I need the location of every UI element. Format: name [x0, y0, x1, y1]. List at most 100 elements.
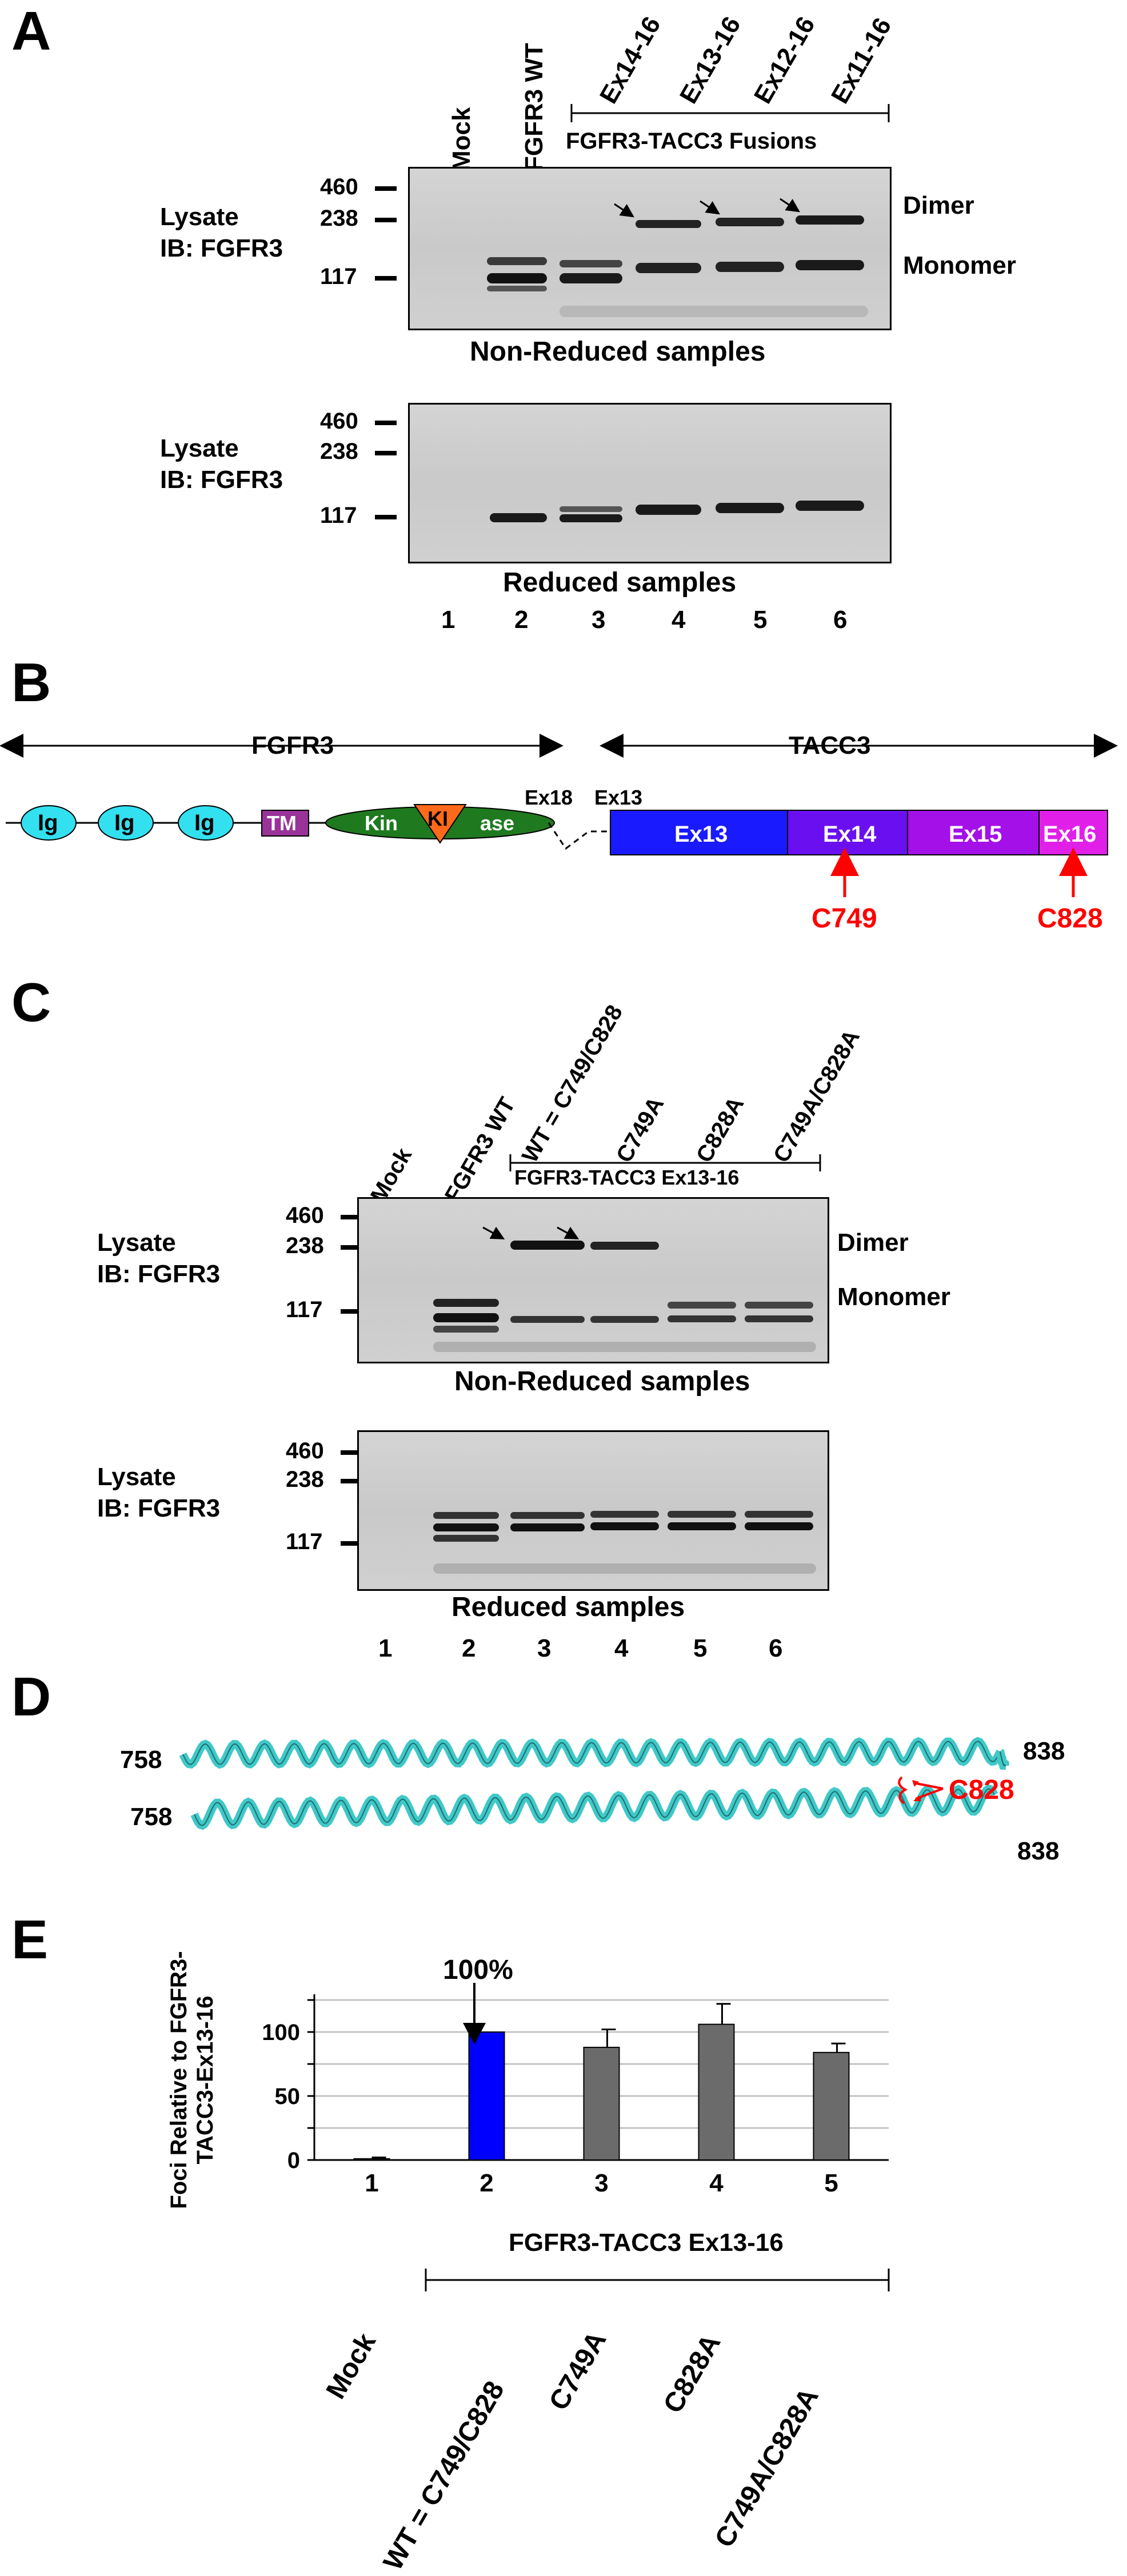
marker-tick	[375, 515, 397, 519]
blot-a-nonreduced	[408, 167, 892, 330]
marker-tick	[341, 1309, 361, 1314]
dimer-label-a: Dimer	[903, 191, 974, 219]
band	[510, 1241, 585, 1250]
band	[433, 1299, 499, 1307]
band	[636, 505, 701, 515]
marker-117-c2: 117	[286, 1529, 323, 1554]
condition-label-c749a-c828a: C749A/C828A	[709, 2383, 825, 2553]
kinase-label-left: Kin	[365, 811, 398, 835]
lane-header-fgfr3-wt: FGFR3 WT	[440, 1093, 521, 1207]
fusion-bracket-a	[570, 104, 890, 122]
band	[433, 1563, 816, 1574]
residue-label-838-top: 838	[1023, 1737, 1065, 1765]
bar	[583, 2046, 620, 2161]
exon-label: Ex14	[823, 822, 877, 847]
bar	[813, 2051, 850, 2161]
fgfr3-span-label: FGFR3	[251, 731, 334, 759]
band	[559, 260, 622, 267]
ib-label-a1: IB: FGFR3	[160, 234, 283, 262]
marker-117-a2: 117	[320, 503, 357, 528]
x-tick-label: 4	[709, 2169, 724, 2197]
y-tick-label: 50	[275, 2084, 301, 2109]
ib-label-c2: IB: FGFR3	[97, 1494, 221, 1522]
bar	[468, 2031, 505, 2161]
band	[590, 1316, 659, 1323]
bar	[698, 2023, 735, 2161]
band	[668, 1511, 736, 1518]
marker-238-c1: 238	[286, 1233, 324, 1258]
band	[433, 1512, 499, 1519]
band	[559, 306, 868, 317]
y-tick-label: 0	[287, 2148, 300, 2173]
helix-strand-outline	[194, 1788, 995, 1826]
lane-number: 2	[462, 1634, 476, 1662]
x-tick-label: 1	[365, 2169, 378, 2197]
band	[636, 220, 701, 228]
marker-tick	[375, 421, 397, 425]
lane-number: 1	[378, 1634, 393, 1662]
band	[433, 1523, 499, 1531]
band	[668, 1302, 736, 1309]
tm-domain-label: TM	[267, 811, 297, 835]
blot-c-nonreduced	[357, 1197, 829, 1363]
c828-annotation-b: C828	[1037, 903, 1103, 934]
c828-annotation-d: C828	[949, 1775, 1014, 1805]
fusion-bracket-c	[509, 1154, 821, 1171]
fusion-label-a: FGFR3-TACC3 Fusions	[566, 129, 817, 154]
ib-label-c1: IB: FGFR3	[97, 1260, 221, 1288]
band	[487, 286, 547, 291]
band	[433, 1535, 499, 1542]
panel-label-b: B	[11, 652, 51, 713]
band	[487, 273, 547, 283]
lane-header-c749a-c828a: C749A/C828A	[769, 1025, 865, 1167]
marker-238-c2: 238	[286, 1467, 324, 1492]
bar	[353, 2158, 390, 2161]
nonreduced-label-a: Non-Reduced samples	[470, 337, 766, 367]
band	[433, 1313, 499, 1322]
dimer-arrows-a	[614, 198, 800, 218]
lysate-label-a1: Lysate	[160, 203, 239, 231]
c749-annotation-b: C749	[812, 903, 877, 934]
marker-tick	[341, 1450, 361, 1455]
lane-number: 6	[769, 1634, 783, 1662]
marker-460-c2: 460	[286, 1438, 324, 1463]
exon-label: Ex13	[674, 822, 728, 847]
helix-strand-outline	[1000, 1751, 1006, 1766]
ig-domain-label: Ig	[38, 810, 58, 835]
nonreduced-label-c: Non-Reduced samples	[454, 1366, 750, 1397]
band	[745, 1315, 813, 1322]
marker-460-a1: 460	[320, 174, 358, 199]
marker-tick	[375, 276, 397, 281]
condition-label-wt: WT = C749/C828	[377, 2376, 510, 2575]
band	[668, 1315, 736, 1322]
helix-strand-outline	[182, 1741, 1001, 1765]
y-tick-label: 100	[262, 2020, 300, 2045]
panel-label-d: D	[11, 1666, 51, 1727]
band	[636, 263, 701, 273]
blot-a-reduced	[408, 403, 892, 563]
band	[559, 506, 622, 512]
marker-tick	[341, 1215, 361, 1219]
band	[716, 262, 784, 272]
lane-number: 4	[614, 1634, 629, 1662]
lane-number: 6	[833, 606, 848, 634]
band	[796, 215, 864, 225]
band	[510, 1316, 585, 1323]
band	[590, 1242, 659, 1250]
fusion-diagram	[0, 734, 1118, 897]
ig-domain-label: Ig	[114, 810, 135, 835]
kinase-label-right: ase	[480, 811, 515, 835]
residue-label-758-top: 758	[120, 1746, 162, 1774]
band	[745, 1511, 813, 1518]
ex13-top-label: Ex13	[594, 786, 643, 809]
lane-header-wt-c749-c828: WT = C749/C828	[517, 1001, 628, 1167]
marker-tick	[341, 1541, 361, 1546]
condition-label-c749a: C749A	[543, 2326, 613, 2415]
marker-tick	[341, 1479, 361, 1483]
condition-label-mock: Mock	[320, 2328, 382, 2404]
band	[745, 1302, 813, 1309]
band	[490, 513, 547, 522]
band	[487, 257, 547, 265]
band	[796, 260, 864, 270]
band	[590, 1511, 659, 1518]
